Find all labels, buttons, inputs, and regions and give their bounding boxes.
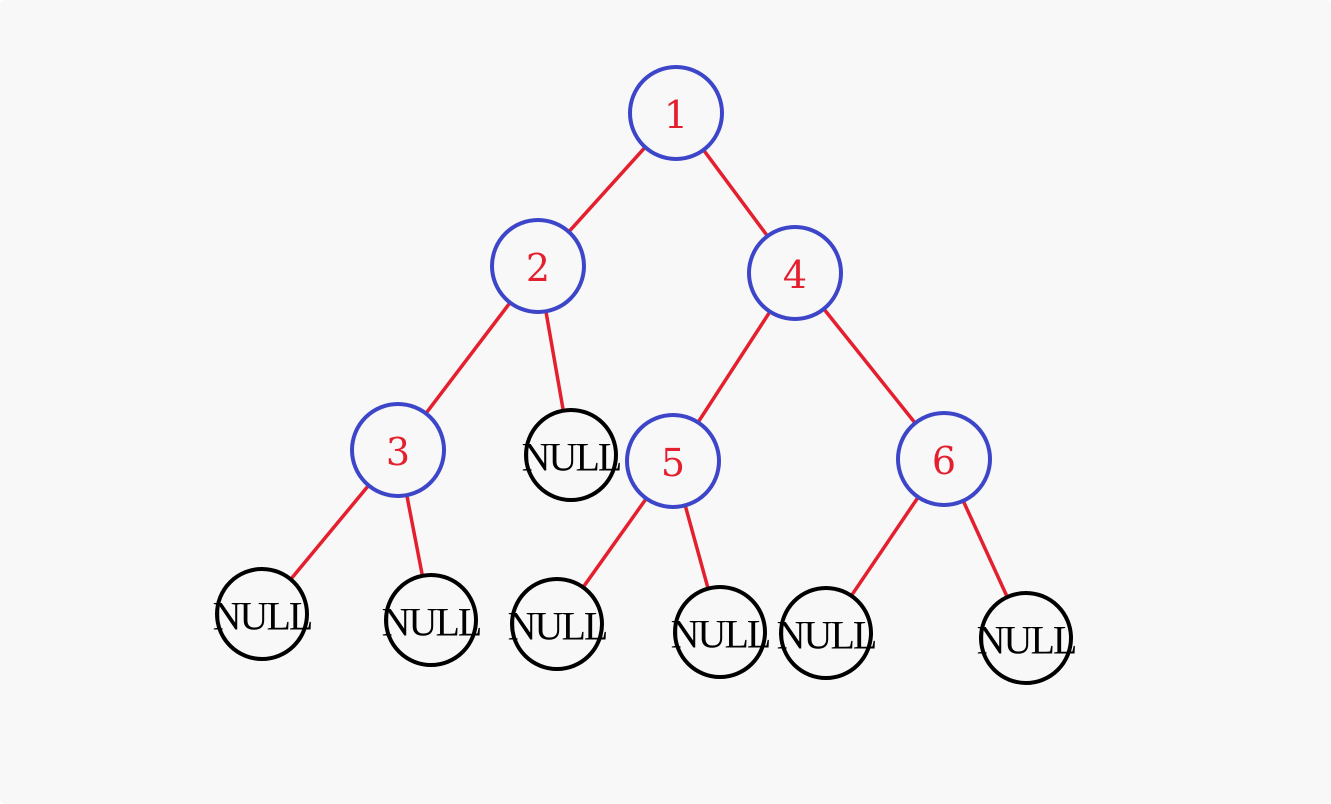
tree-node-1: 1 bbox=[628, 65, 724, 161]
null-node-label: NULL bbox=[977, 618, 1076, 663]
edge-n3-to-null_3l bbox=[288, 483, 371, 582]
edge-n5-to-null_5r bbox=[683, 503, 710, 591]
edge-n6-to-null_6l bbox=[849, 495, 920, 598]
null-node-circle bbox=[510, 577, 604, 671]
null-node: NULL bbox=[522, 408, 623, 502]
null-node: NULL bbox=[213, 567, 314, 661]
node-circle bbox=[490, 218, 586, 314]
tree-node-6: 6 bbox=[896, 411, 992, 507]
node-circle bbox=[625, 413, 721, 509]
node-circle bbox=[628, 65, 724, 161]
node-circle bbox=[350, 402, 446, 498]
edge-n2-to-n3 bbox=[424, 300, 512, 416]
null-node: NULL bbox=[508, 577, 609, 671]
edge-n4-to-n6 bbox=[822, 307, 917, 425]
edge-n4-to-n5 bbox=[696, 309, 772, 425]
null-node-circle bbox=[979, 591, 1073, 685]
node-label: 2 bbox=[526, 246, 550, 290]
node-label: 3 bbox=[386, 430, 410, 474]
edge-n6-to-null_6r bbox=[961, 499, 1010, 599]
null-node-label: NULL bbox=[671, 612, 770, 657]
edge-n5-to-null_5l bbox=[581, 496, 649, 590]
null-node-circle bbox=[673, 585, 767, 679]
null-node-circle bbox=[779, 586, 873, 680]
node-label: 1 bbox=[664, 93, 688, 137]
edge-n1-to-n2 bbox=[567, 145, 647, 234]
null-node: NULL bbox=[977, 591, 1078, 685]
edges-layer bbox=[288, 145, 1010, 599]
null-node-circle bbox=[524, 408, 618, 502]
null-node-circle bbox=[215, 567, 309, 661]
null-node: NULL bbox=[382, 573, 483, 667]
null-node-label: NULL bbox=[213, 594, 312, 639]
null-node-label: NULL bbox=[777, 613, 876, 658]
node-circle bbox=[896, 411, 992, 507]
null-node: NULL bbox=[671, 585, 772, 679]
null-node: NULL bbox=[777, 586, 878, 680]
tree-node-5: 5 bbox=[625, 413, 721, 509]
tree-node-2: 2 bbox=[490, 218, 586, 314]
null-node-label: NULL bbox=[522, 435, 621, 480]
null-node-circle bbox=[384, 573, 478, 667]
node-label: 5 bbox=[661, 441, 685, 485]
node-label: 4 bbox=[783, 253, 807, 297]
edge-n3-to-null_3r bbox=[405, 493, 425, 578]
tree-node-4: 4 bbox=[747, 225, 843, 321]
null-node-label: NULL bbox=[382, 600, 481, 645]
edge-n2-to-null_2r bbox=[544, 309, 566, 413]
node-circle bbox=[747, 225, 843, 321]
edge-n1-to-n4 bbox=[701, 148, 770, 238]
node-label: 6 bbox=[932, 439, 956, 483]
null-node-label: NULL bbox=[508, 604, 607, 649]
tree-node-3: 3 bbox=[350, 402, 446, 498]
